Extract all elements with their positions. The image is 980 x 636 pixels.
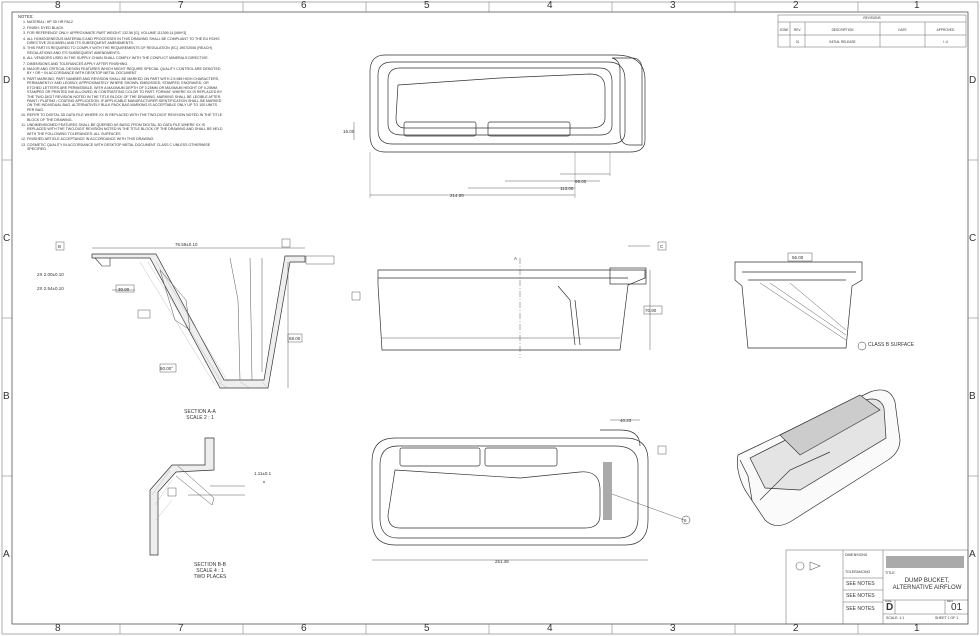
zone-row-d-left: D — [3, 75, 11, 86]
zone-col-5-top: 5 — [424, 0, 430, 11]
section-aa-caption: SECTION A-A SCALE 2 : 1 — [165, 409, 235, 421]
note-item: ALL VENDORS USED IN THE SUPPLY CHAIN SHA… — [27, 56, 223, 60]
zone-col-7-top: 7 — [178, 0, 184, 11]
bottom-plan-view — [371, 419, 691, 561]
tb-drawing-title: DUMP BUCKET, ALTERNATIVE AIRFLOW — [892, 578, 962, 591]
section-bb-scale: SCALE 4 : 1 — [196, 568, 224, 574]
note-item: REFER TO DIGITAL 3D DATA FILE WHERE XX I… — [27, 113, 223, 122]
rev-row-approved: I. U — [943, 40, 948, 44]
front-view — [351, 241, 667, 358]
tb-dimensions-header: DIMENSIONS — [845, 553, 868, 557]
section-bb-note: TWO PLACES — [193, 574, 227, 580]
rev-header-zone: ZONE — [779, 28, 789, 32]
side-view — [734, 252, 867, 351]
note-item: FINISH: DYED BLACK — [27, 26, 223, 30]
zone-col-5-bottom: 5 — [424, 623, 430, 634]
note-item: MATERIAL: HP 3D HR PA12 — [27, 20, 223, 24]
zone-row-c-right: C — [969, 233, 977, 244]
zone-col-1-top: 1 — [914, 0, 920, 11]
tb-see-notes-3: SEE NOTES — [846, 606, 875, 612]
tb-title-label: TITLE: — [885, 571, 896, 575]
zone-col-3-bottom: 3 — [670, 623, 676, 634]
top-view-upper — [353, 54, 646, 198]
zone-row-a-left: A — [3, 549, 10, 560]
tb-rev-value: 01 — [951, 602, 963, 613]
tb-see-notes-1: SEE NOTES — [846, 581, 875, 587]
note-item: DIMENSIONS AND TOLERANCES APPLY AFTER FI… — [27, 62, 223, 66]
rev-header-date: DATE — [898, 28, 907, 32]
tb-see-notes-2: SEE NOTES — [846, 593, 875, 599]
zone-col-7-bottom: 7 — [178, 623, 184, 634]
notes-header: NOTES: — [18, 14, 34, 19]
section-b-b — [149, 437, 265, 556]
tb-size-label: SIZE — [885, 599, 892, 603]
isometric-view — [736, 389, 901, 526]
note-item: ALL HOMOGENEOUS MATERIALS AND PROCESSES … — [27, 37, 223, 46]
tb-tolerancing-header: TOLERANCING — [845, 570, 871, 574]
section-bb-title: SECTION B-B — [194, 562, 226, 568]
note-item: PART MARKING: PART NUMBER AND REVISION S… — [27, 77, 223, 112]
rev-header-rev: REV. — [793, 28, 802, 32]
title-block — [785, 549, 969, 625]
tb-scale: SCALE: 1:1 — [886, 616, 905, 620]
section-aa-scale: SCALE 2 : 1 — [186, 415, 214, 421]
zone-col-2-bottom: 2 — [793, 623, 799, 634]
tb-sheet: SHEET 1 OF 1 — [935, 616, 959, 620]
section-a-a — [55, 238, 335, 389]
tb-rev-label: REV — [947, 599, 954, 603]
note-item: UNDIMENSIONED FEATURES SHALL BE QUERIED … — [27, 123, 223, 136]
note-item: COSMETIC QUALITY IN ACCORDANCE WITH DESK… — [27, 143, 223, 152]
zone-col-6-top: 6 — [301, 0, 307, 11]
revision-table — [777, 14, 967, 48]
rev-row-description: INITIAL RELEASE — [829, 40, 856, 44]
general-notes: NOTES: MATERIAL: HP 3D HR PA12 FINISH: D… — [18, 14, 223, 152]
rev-header-approved: APPROVED — [936, 28, 955, 32]
zone-row-c-left: C — [3, 233, 11, 244]
zone-col-6-bottom: 6 — [301, 623, 307, 634]
class-b-surface-note: CLASS B SURFACE — [868, 342, 915, 348]
revisions-title: REVISIONS — [863, 16, 881, 20]
note-item: THIS PART IS REQUIRED TO COMPLY WITH THE… — [27, 46, 223, 55]
zone-col-2-top: 2 — [793, 0, 799, 11]
note-item: FINISHED ARTICLE ACCEPTANCE IN ACCORDANC… — [27, 137, 223, 141]
zone-col-1-bottom: 1 — [914, 623, 920, 634]
section-bb-caption: SECTION B-B SCALE 4 : 1 TWO PLACES — [180, 562, 240, 580]
zone-col-8-bottom: 8 — [55, 623, 61, 634]
note-item: MAJOR AND CRITICAL DESIGN FEATURES WHICH… — [27, 67, 223, 76]
zone-col-3-top: 3 — [670, 0, 676, 11]
zone-row-b-left: B — [3, 391, 10, 402]
zone-row-d-right: D — [969, 75, 977, 86]
zone-row-a-right: A — [969, 549, 976, 560]
zone-col-8-top: 8 — [55, 0, 61, 11]
rev-header-description: DESCRIPTION — [831, 28, 854, 32]
rev-row-rev: 01 — [795, 40, 800, 44]
zone-col-4-bottom: 4 — [547, 623, 553, 634]
section-aa-title: SECTION A-A — [184, 409, 216, 415]
note-item: FOR REFERENCE ONLY: APPROXIMATE PART WEI… — [27, 31, 223, 35]
zone-row-b-right: B — [969, 391, 976, 402]
zone-col-4-top: 4 — [547, 0, 553, 11]
notes-list: MATERIAL: HP 3D HR PA12 FINISH: DYED BLA… — [18, 20, 223, 151]
tb-size-value: D — [886, 602, 894, 613]
